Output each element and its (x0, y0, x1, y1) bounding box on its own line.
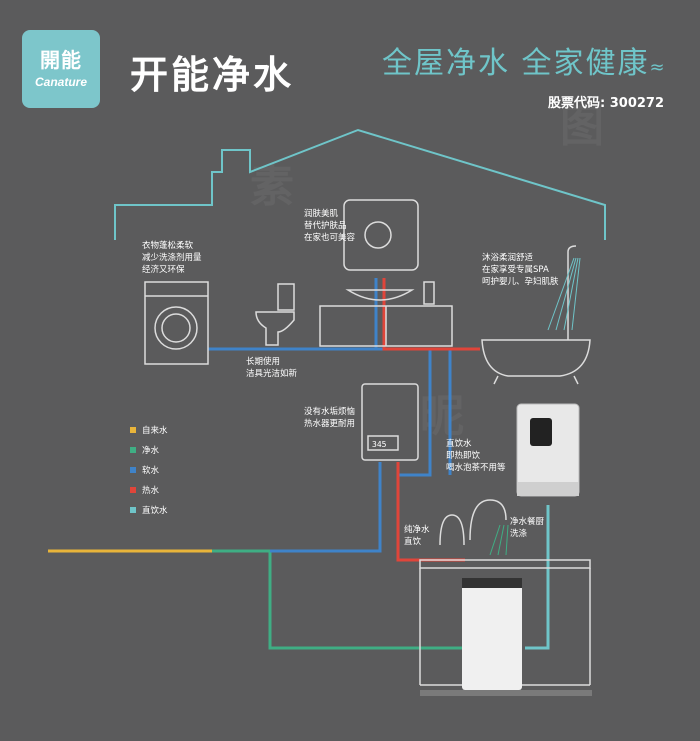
legend-item: 软水 (130, 460, 168, 480)
legend-swatch (130, 507, 136, 513)
pipe-purified-water (212, 549, 470, 650)
water-heater-icon (361, 383, 419, 461)
logo-english: Canature (34, 75, 87, 89)
pipe-direct-drinking (525, 505, 550, 650)
legend-swatch (130, 487, 136, 493)
legend-item: 热水 (130, 480, 168, 500)
legend-item: 净水 (130, 440, 168, 460)
bathtub-icon (481, 245, 591, 385)
water-purifier-icon (462, 578, 522, 690)
watermark: 昵 (420, 391, 464, 442)
shower-spray-icon (547, 257, 581, 331)
label-washer: 衣物蓬松柔软减少洗涤剂用量经济又环保 (142, 241, 202, 275)
logo-chinese: 開能 (40, 48, 82, 72)
toilet-icon (255, 283, 295, 346)
label-drink: 直饮水即热即饮喝水泡茶不用等 (446, 439, 506, 473)
legend-swatch (130, 427, 136, 433)
legend-item: 直饮水 (130, 500, 168, 520)
pipe-hot-water (382, 278, 480, 562)
mirror-icon (343, 199, 419, 271)
label-faucet-direct: 纯净水直饮 (404, 525, 430, 547)
wave-icon: ≈ (649, 57, 667, 78)
house-roof-outline (114, 128, 606, 240)
faucet-stream (489, 524, 509, 556)
legend-swatch (130, 447, 136, 453)
label-toilet: 长期使用洁具光洁如新 (246, 357, 298, 379)
slogan: 全屋净水 全家健康≈ (382, 46, 667, 81)
brand-logo: 開能 Canature (22, 30, 100, 108)
brand-title: 开能净水 (130, 53, 295, 97)
legend-swatch (130, 467, 136, 473)
floor-line (420, 690, 592, 696)
legend: 自来水 净水 软水 热水 直饮水 (130, 420, 168, 520)
legend-item: 自来水 (130, 420, 168, 440)
stock-code: 股票代码: 300272 (548, 96, 664, 111)
drinking-dispenser-icon (516, 403, 580, 497)
label-skin: 润肤美肌替代护肤品在家也可美容 (304, 209, 356, 243)
label-faucet-kitchen: 净水餐厨洗涤 (510, 517, 545, 539)
washing-machine-icon (144, 281, 209, 365)
heater-display: 345 (372, 440, 387, 449)
label-heater: 没有水垢烦恼热水器更耐用 (304, 407, 356, 429)
bathroom-vanity-icon (319, 281, 453, 347)
watermark: 图 (560, 101, 604, 152)
